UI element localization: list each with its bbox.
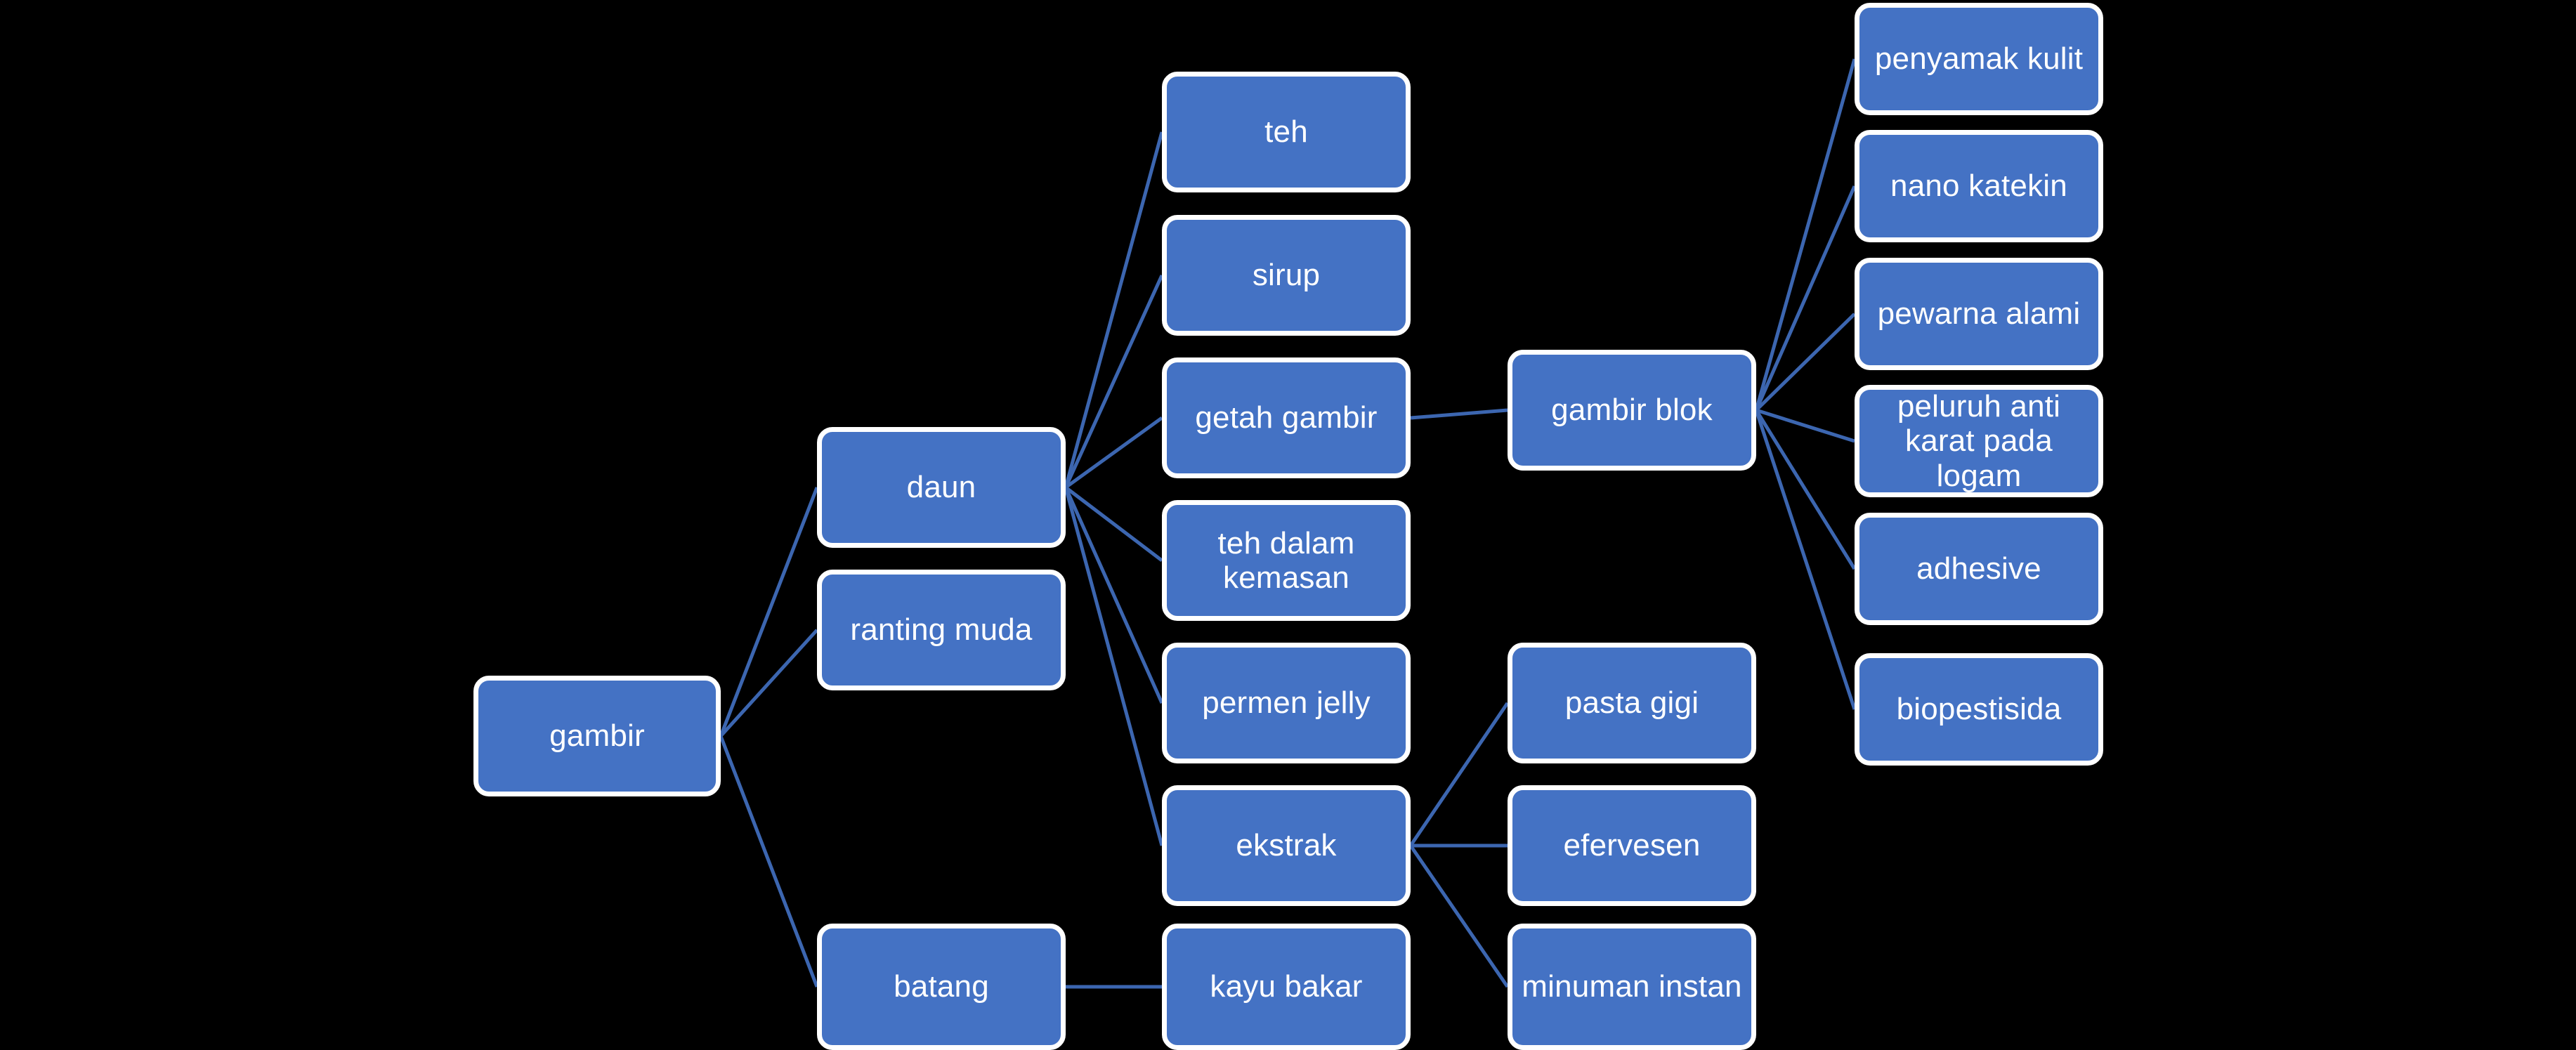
edge-daun-to-sirup xyxy=(1064,274,1164,489)
node-label: peluruh anti karat pada logam xyxy=(1897,389,2061,493)
node-label: nano katekin xyxy=(1890,169,2067,204)
node-label: adhesive xyxy=(1916,551,2041,586)
edge-gambir-to-batang xyxy=(719,735,819,987)
node-label: gambir xyxy=(549,718,645,754)
node-getah_gambir[interactable]: getah gambir xyxy=(1162,357,1411,478)
node-pewarna_alami[interactable]: pewarna alami xyxy=(1855,258,2103,370)
node-teh[interactable]: teh xyxy=(1162,72,1411,192)
node-label: kayu bakar xyxy=(1210,969,1363,1004)
node-label: ekstrak xyxy=(1236,828,1337,863)
node-label: penyamak kulit xyxy=(1874,41,2084,77)
edge-daun-to-teh_kemasan xyxy=(1064,486,1163,562)
edge-getah_gambir-to-gambir_blok xyxy=(1410,408,1508,420)
node-efervesen[interactable]: efervesen xyxy=(1508,785,1756,906)
node-gambir[interactable]: gambir xyxy=(473,676,721,796)
node-label: ranting muda xyxy=(850,612,1033,648)
node-biopestisida[interactable]: biopestisida xyxy=(1855,653,2103,766)
node-kayu_bakar[interactable]: kayu bakar xyxy=(1162,924,1411,1050)
edge-gambir_blok-to-nano_katekin xyxy=(1754,185,1857,412)
node-pasta_gigi[interactable]: pasta gigi xyxy=(1508,643,1756,763)
node-permen_jelly[interactable]: permen jelly xyxy=(1162,643,1411,763)
node-teh_kemasan[interactable]: teh dalam kemasan xyxy=(1162,500,1411,621)
node-batang[interactable]: batang xyxy=(817,924,1066,1050)
node-label: pasta gigi xyxy=(1564,685,1699,721)
node-minuman_instan[interactable]: minuman instan xyxy=(1508,924,1756,1050)
node-ranting_muda[interactable]: ranting muda xyxy=(817,570,1066,690)
node-label: batang xyxy=(894,969,989,1004)
node-penyamak_kulit[interactable]: penyamak kulit xyxy=(1855,3,2103,115)
node-nano_katekin[interactable]: nano katekin xyxy=(1855,130,2103,242)
node-gambir_blok[interactable]: gambir blok xyxy=(1508,350,1756,471)
node-label: biopestisida xyxy=(1896,692,2062,727)
edge-daun-to-getah_gambir xyxy=(1064,416,1163,490)
edge-daun-to-ekstrak xyxy=(1064,487,1164,846)
node-sirup[interactable]: sirup xyxy=(1162,215,1411,336)
edge-daun-to-permen_jelly xyxy=(1064,486,1164,704)
node-adhesive[interactable]: adhesive xyxy=(1855,513,2103,625)
edge-gambir-to-daun xyxy=(719,487,819,737)
node-label: teh dalam kemasan xyxy=(1217,525,1355,595)
edge-ekstrak-to-minuman_instan xyxy=(1408,844,1510,988)
node-daun[interactable]: daun xyxy=(817,427,1066,548)
edge-gambir_blok-to-peluruh_karat xyxy=(1756,408,1855,443)
edge-daun-to-teh xyxy=(1064,131,1164,488)
edge-gambir_blok-to-adhesive xyxy=(1754,409,1857,570)
node-ekstrak[interactable]: ekstrak xyxy=(1162,785,1411,906)
node-label: daun xyxy=(906,470,976,505)
node-label: minuman instan xyxy=(1522,969,1742,1004)
node-label: pewarna alami xyxy=(1877,296,2081,332)
node-label: sirup xyxy=(1252,258,1321,293)
edge-gambir-to-ranting_muda xyxy=(719,629,818,737)
node-label: gambir blok xyxy=(1551,393,1713,428)
edge-gambir_blok-to-biopestisida xyxy=(1754,409,1857,710)
node-label: permen jelly xyxy=(1202,685,1371,721)
node-peluruh_karat[interactable]: peluruh anti karat pada logam xyxy=(1855,385,2103,497)
node-label: efervesen xyxy=(1563,828,1701,863)
node-label: getah gambir xyxy=(1195,400,1378,435)
node-label: teh xyxy=(1264,114,1308,150)
edge-ekstrak-to-pasta_gigi xyxy=(1408,702,1510,847)
edge-gambir_blok-to-penyamak_kulit xyxy=(1754,58,1857,411)
edge-gambir_blok-to-pewarna_alami xyxy=(1755,313,1856,412)
